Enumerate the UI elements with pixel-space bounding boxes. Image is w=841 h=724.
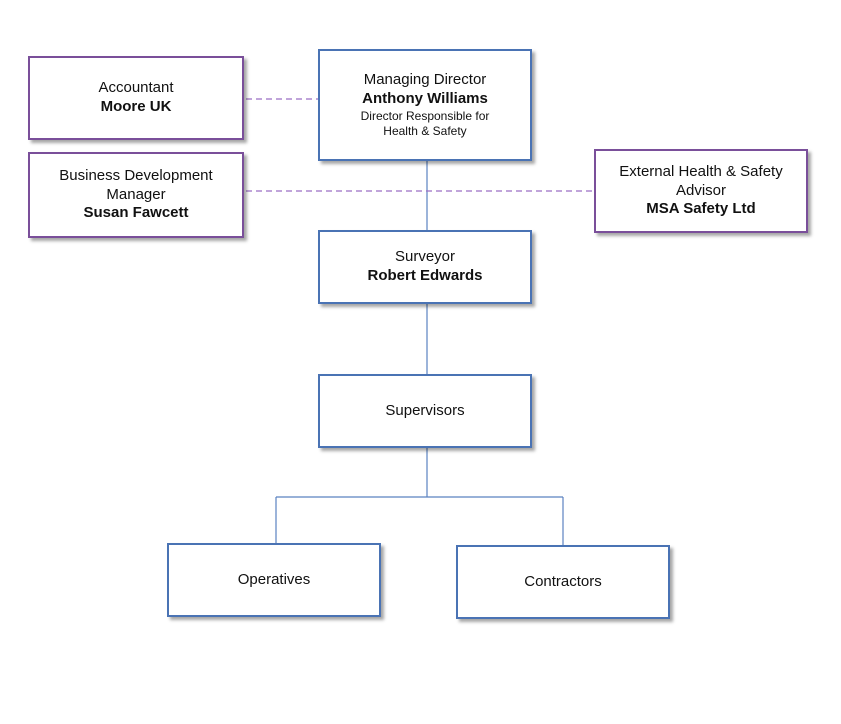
operatives-box: Operatives (167, 543, 381, 617)
business-development-title-line1: Business Development (59, 166, 213, 184)
surveyor-name: Robert Edwards (367, 267, 483, 284)
business-development-box: Business Development Manager Susan Fawce… (28, 152, 244, 238)
managing-director-note-line1: Director Responsible for (360, 108, 490, 123)
surveyor-title: Surveyor (394, 248, 456, 266)
operatives-label: Operatives (237, 570, 311, 588)
external-advisor-title-line1: External Health & Safety (619, 162, 783, 180)
supervisors-box: Supervisors (318, 374, 532, 448)
accountant-box: Accountant Moore UK (28, 56, 244, 140)
managing-director-title: Managing Director (363, 71, 487, 89)
contractors-box: Contractors (456, 545, 670, 619)
managing-director-note-line2: Health & Safety (383, 123, 467, 138)
external-advisor-box: External Health & Safety Advisor MSA Saf… (594, 149, 808, 233)
supervisors-label: Supervisors (385, 401, 465, 419)
external-advisor-title-line2: Advisor (675, 181, 727, 199)
surveyor-box: Surveyor Robert Edwards (318, 230, 532, 304)
managing-director-box: Managing Director Anthony Williams Direc… (318, 49, 532, 161)
business-development-name: Susan Fawcett (83, 204, 189, 222)
accountant-name: Moore UK (100, 98, 172, 115)
external-advisor-name: MSA Safety Ltd (646, 200, 756, 218)
business-development-title-line2: Manager (106, 185, 166, 203)
accountant-title: Accountant (98, 79, 174, 97)
contractors-label: Contractors (524, 572, 602, 590)
managing-director-name: Anthony Williams (362, 90, 488, 107)
